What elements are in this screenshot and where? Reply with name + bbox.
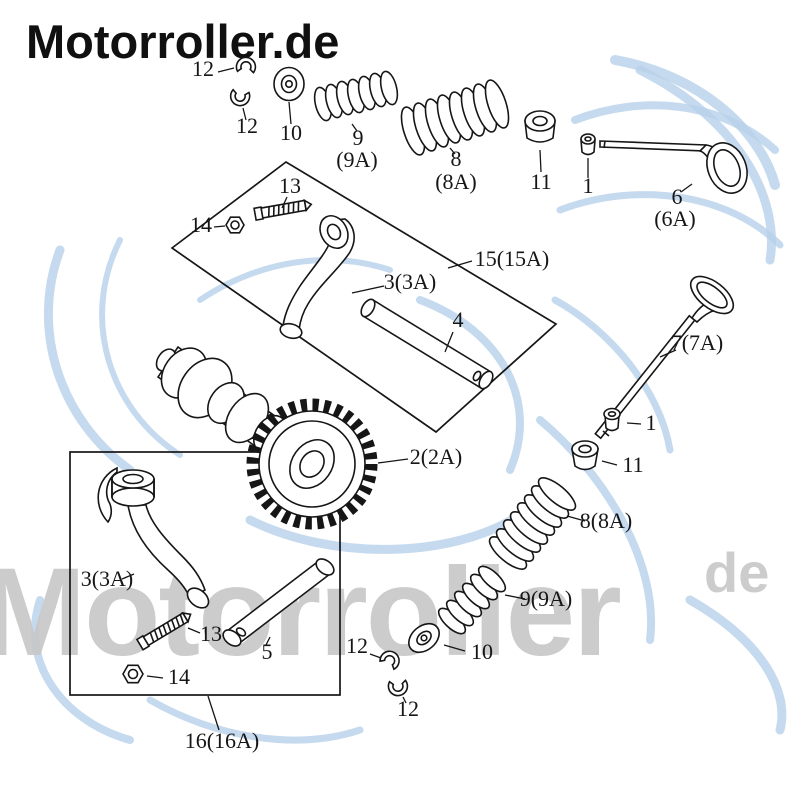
leader-line	[444, 331, 454, 353]
leader-line	[187, 627, 201, 634]
leader-line	[369, 653, 382, 659]
leader-line	[217, 67, 235, 73]
leader-line	[447, 260, 473, 269]
spring-retainer-top	[273, 66, 305, 102]
valve-seal-bottom	[571, 440, 599, 471]
label-3-top: 3(3A)	[384, 269, 437, 294]
label-8-top: 8	[451, 146, 462, 171]
watermark-de-text: de	[704, 541, 769, 604]
label-2: 2(2A)	[410, 444, 463, 469]
leader-line	[351, 285, 385, 294]
leader-line	[680, 183, 693, 193]
leader-line	[449, 147, 456, 155]
leader-line	[288, 101, 292, 125]
camshaft-assembly	[155, 345, 378, 530]
label-1-top: 1	[583, 173, 594, 198]
valve-seal-top	[524, 110, 556, 143]
rocker-shaft-5	[222, 558, 335, 647]
label-9-bottom: 9(9A)	[520, 586, 573, 611]
label-7: 7(7A)	[671, 330, 724, 355]
leader-line	[659, 349, 677, 358]
spring-seat-top	[580, 133, 596, 156]
leader-line	[265, 636, 271, 646]
label-3-bottom: 3(3A)	[81, 566, 134, 591]
leader-line	[626, 422, 642, 425]
valve-spring-8-bottom	[488, 477, 577, 570]
label-12-top-b: 12	[236, 113, 258, 138]
rocker-arm-top	[279, 214, 355, 340]
label-11-top: 11	[530, 169, 551, 194]
nut-14-bottom	[122, 664, 144, 684]
label-6a: (6A)	[654, 206, 696, 231]
label-8-bottom: 8(8A)	[580, 508, 633, 533]
leader-line	[377, 458, 409, 464]
leader-line	[443, 644, 466, 652]
nut-14-top	[225, 216, 245, 234]
label-15: 15(15A)	[475, 246, 550, 271]
valve-cotter-bottom-b	[387, 679, 409, 697]
valve-spring-9-top	[313, 70, 399, 122]
leader-line	[601, 460, 618, 466]
label-8a-top: (8A)	[435, 169, 477, 194]
label-16: 16(16A)	[185, 728, 260, 753]
spring-retainer-bottom	[408, 622, 440, 654]
leader-line	[351, 123, 358, 132]
assembly-box-16	[69, 451, 341, 696]
brand-header: Motorroller.de	[26, 15, 339, 68]
label-9-top: 9	[353, 125, 364, 150]
valve-spring-8-top	[400, 79, 510, 156]
bolt-13-top	[253, 198, 313, 222]
label-6: 6	[672, 184, 683, 209]
valve-cotter-top-b	[229, 88, 251, 107]
leader-line	[121, 573, 135, 580]
leader-line	[281, 196, 288, 209]
leader-line	[213, 225, 226, 228]
label-11-bottom: 11	[622, 452, 643, 477]
leader-line	[566, 515, 586, 522]
label-5: 5	[262, 639, 273, 664]
leader-line	[402, 696, 407, 704]
label-12-bottom-b: 12	[397, 696, 419, 721]
assembly-box-15	[170, 160, 558, 434]
valve-7-exhaust	[594, 275, 735, 440]
valve-cotter-top-a	[235, 56, 257, 74]
label-10-bottom: 10	[471, 639, 493, 664]
watermark-wings	[30, 55, 787, 744]
rocker-arm-bottom	[97, 466, 210, 609]
gear-teeth	[246, 398, 378, 530]
bolt-13-bottom	[135, 611, 192, 651]
leader-line	[242, 107, 247, 121]
leader-line	[146, 675, 164, 679]
label-1-bottom: 1	[646, 410, 657, 435]
leader-line	[504, 594, 526, 600]
rocker-shaft-4	[360, 298, 494, 390]
leader-line	[539, 149, 542, 173]
leader-line	[207, 695, 220, 731]
label-9a-top: (9A)	[336, 147, 378, 172]
label-10-top: 10	[280, 120, 302, 145]
valve-spring-9-bottom	[437, 565, 507, 635]
valve-cotter-bottom-a	[379, 650, 400, 671]
label-14-top: 14	[190, 212, 212, 237]
label-12-top-a: 12	[192, 56, 214, 81]
label-12-bottom-a: 12	[346, 633, 368, 658]
spring-seat-bottom	[603, 407, 621, 432]
valve-6-intake	[599, 140, 748, 194]
label-14-bottom: 14	[168, 664, 190, 689]
label-4: 4	[453, 307, 464, 332]
label-13-top: 13	[279, 173, 301, 198]
label-13-bottom: 13	[200, 621, 222, 646]
